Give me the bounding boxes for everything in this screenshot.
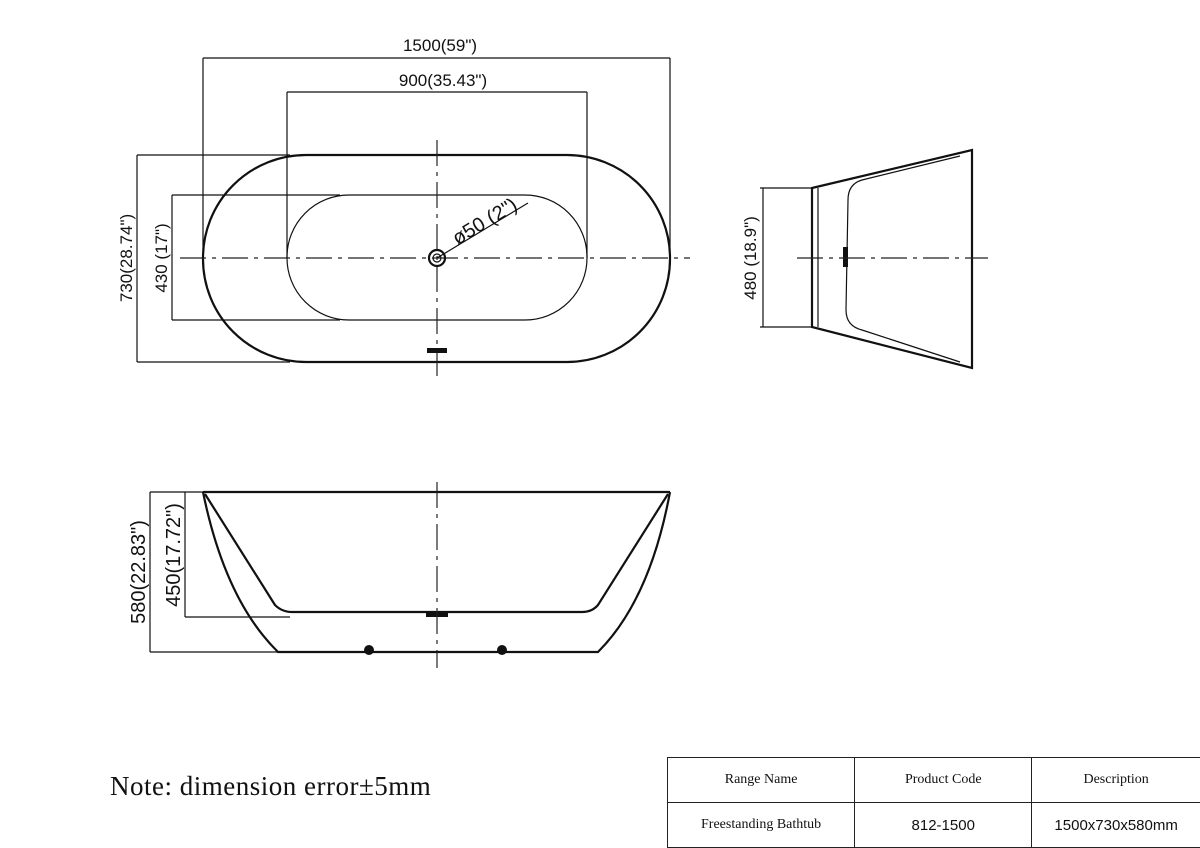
- dim-drain-label: ø50 (2"): [449, 194, 522, 250]
- dim-height-label: 580(22.83"): [128, 520, 150, 624]
- header-product-code: Product Code: [855, 758, 1032, 803]
- cell-description: 1500x730x580mm: [1032, 803, 1200, 848]
- dimension-note: Note: dimension error±5mm: [110, 771, 431, 802]
- dim-length-label: 1500(59"): [403, 36, 477, 55]
- cell-range-name: Freestanding Bathtub: [668, 803, 855, 848]
- foot-icon: [497, 645, 507, 655]
- header-range-name: Range Name: [668, 758, 855, 803]
- dim-end-width-label: 480 (18.9"): [741, 216, 760, 300]
- top-view: 1500(59") 900(35.43") 730(28.74") 430 (1…: [117, 36, 690, 378]
- front-view: 580(22.83") 450(17.72"): [128, 482, 670, 668]
- dim-width-label: 730(28.74"): [117, 214, 136, 302]
- end-view: 480 (18.9"): [741, 150, 988, 368]
- inner-basin-profile: [205, 494, 668, 612]
- end-view-outline: [812, 150, 972, 368]
- table-header-row: Range Name Product Code Description: [668, 758, 1200, 803]
- overflow-icon: [427, 348, 447, 353]
- cell-product-code: 812-1500: [855, 803, 1032, 848]
- table-row: Freestanding Bathtub 812-1500 1500x730x5…: [668, 803, 1200, 848]
- end-inner-basin: [846, 156, 960, 362]
- header-description: Description: [1032, 758, 1200, 803]
- dim-inner-length-label: 900(35.43"): [399, 71, 487, 90]
- dim-inner-width-label: 430 (17"): [152, 223, 171, 292]
- dim-inner-depth-label: 450(17.72"): [163, 503, 185, 607]
- product-info-table: Range Name Product Code Description Free…: [667, 757, 1200, 848]
- overflow-icon: [843, 247, 848, 267]
- foot-icon: [364, 645, 374, 655]
